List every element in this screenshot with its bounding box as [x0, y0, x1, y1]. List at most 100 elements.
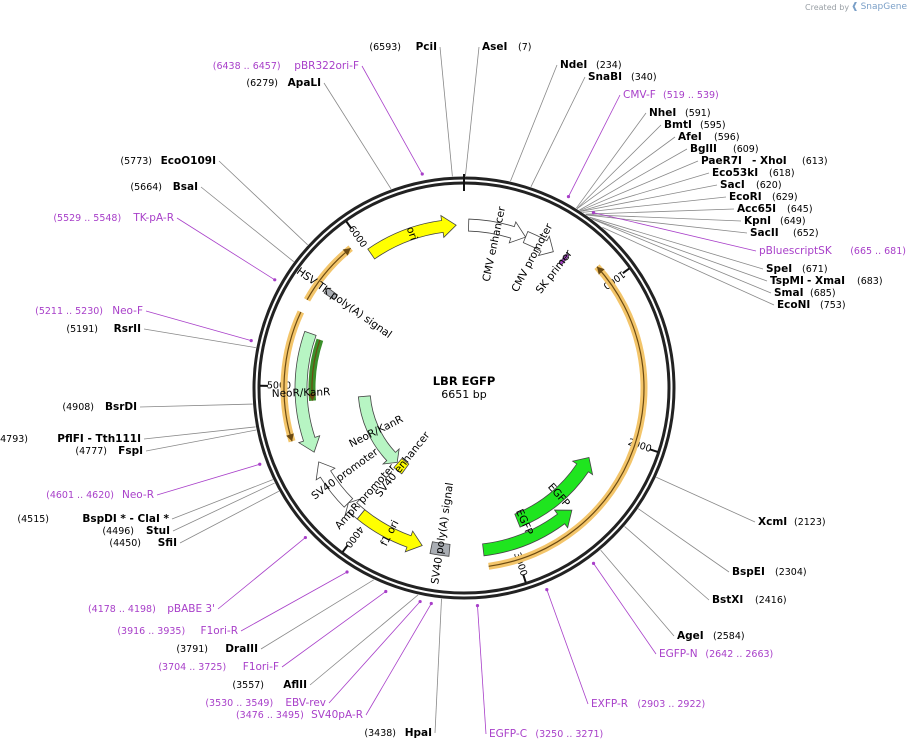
primer-position: (3476 .. 3495) [236, 710, 304, 721]
primer-leader-line [176, 217, 275, 281]
feature-cmv-enhancer [468, 218, 527, 244]
site-leader-line [172, 482, 275, 532]
site-name: SmaI [774, 287, 804, 299]
primer-name: EGFP-C [489, 728, 527, 740]
site-name: PflFI - Tth111I [57, 433, 141, 445]
site-name: EcoNI [777, 299, 810, 311]
site-position: (5773) [120, 156, 152, 167]
site-position: (4777) [75, 446, 107, 457]
primer-binding-mark [475, 603, 480, 608]
primer-name: Neo-R [122, 489, 154, 501]
primer-position: (519 .. 539) [663, 90, 719, 101]
site-leader-line [591, 218, 772, 294]
site-name: BspDI * - ClaI * [82, 513, 169, 525]
site-name: TspMI [770, 275, 804, 287]
primer-leader-line [546, 589, 589, 705]
scale-tick [522, 574, 527, 583]
site-position: (4515) [17, 514, 49, 525]
primer-binding-mark [384, 589, 388, 594]
primer-name: CMV-F [623, 89, 656, 101]
site-position: (596) [714, 132, 740, 143]
site-leader-line [582, 196, 727, 213]
primer-binding-mark [303, 535, 307, 540]
site-name: AgeI [677, 630, 704, 642]
site-position: (3791) [176, 644, 208, 655]
site-leader-line [530, 76, 586, 188]
site-position: (609) [733, 144, 759, 155]
site-position: (683) [857, 276, 883, 287]
site-leader-line [179, 490, 280, 544]
site-leader-line [465, 46, 480, 177]
site-position: (591) [685, 108, 711, 119]
feature-egfp [514, 457, 594, 528]
feature-label: CMV enhancer [481, 205, 509, 283]
scale-tick-label: 5000 [267, 380, 291, 391]
site-name: Acc65I [737, 203, 776, 215]
primer-leader-line [281, 591, 387, 668]
site-name: HpaI [405, 727, 432, 739]
site-leader-line [600, 549, 675, 637]
primer-name: Neo-F [112, 305, 143, 317]
feature-cmv-promoter [522, 230, 554, 257]
site-leader-line [585, 214, 742, 222]
primer-leader-line [568, 94, 621, 197]
primer-leader-line [240, 571, 348, 632]
site-leader-line [171, 479, 273, 520]
site-name: BspEI [732, 566, 765, 578]
site-name: BstXI [712, 594, 743, 606]
snapgene-credit: Created by ❰ SnapGene [805, 2, 907, 12]
site-leader-line [581, 184, 718, 212]
site-name: StuI [146, 525, 170, 537]
site-leader-line [585, 208, 735, 215]
site-name: DraIII [225, 643, 258, 655]
primer-position: (3530 .. 3549) [205, 698, 273, 709]
site-position: (340) [631, 72, 657, 83]
site-position: (4450) [109, 538, 141, 549]
primer-leader-line [217, 537, 306, 610]
site-name: AflII [283, 679, 307, 691]
feature-neor-kanr [357, 395, 400, 465]
site-name: AseI [482, 41, 507, 53]
site-leader-line [656, 476, 756, 523]
primer-binding-mark [591, 210, 596, 215]
feature-neor-kanr [294, 330, 321, 453]
site-leader-line [579, 160, 699, 211]
primer-name: EGFP-N [659, 648, 698, 660]
site-position: (652) [793, 228, 819, 239]
feature-sv40-poly-a-signal [429, 541, 451, 557]
scale-tick [345, 220, 352, 229]
primer-position: (3704 .. 3725) [158, 662, 226, 673]
feature-ampr-promoter [344, 498, 366, 520]
site-position: (685) [810, 288, 836, 299]
site-position: (649) [780, 216, 806, 227]
primer-binding-mark [258, 462, 262, 466]
site-name: PciI [416, 41, 437, 53]
snapgene-logo-icon: ❰ [851, 2, 859, 12]
site-leader-line [602, 227, 775, 306]
site-position: (4496) [102, 526, 134, 537]
credit-prefix: Created by [805, 2, 850, 12]
site-name: Eco53kI [712, 167, 758, 179]
site-name: SfiI [158, 537, 177, 549]
site-position: (618) [769, 168, 795, 179]
site-position: (753) [820, 300, 846, 311]
site-leader-line [586, 214, 748, 234]
site-leader-line [638, 508, 730, 573]
primer-binding-mark [566, 195, 571, 199]
feature-sk-primer [558, 253, 570, 266]
site-position: (595) [700, 120, 726, 131]
feature-sv40-promoter [315, 461, 354, 508]
plasmid-length: 6651 bp [441, 388, 486, 401]
primer-leader-line [361, 65, 423, 175]
site-position: (3557) [232, 680, 264, 691]
primer-name: pBluescriptSK [759, 245, 833, 257]
site-name: KpnI [744, 215, 771, 227]
site-position: (645) [787, 204, 813, 215]
site-name: BglII [690, 143, 717, 155]
site-name: SacII [750, 227, 779, 239]
site-position: (3438) [364, 728, 396, 739]
site-name: NdeI [560, 59, 587, 71]
primer-binding-mark [273, 278, 277, 282]
site-leader-line [576, 136, 676, 210]
